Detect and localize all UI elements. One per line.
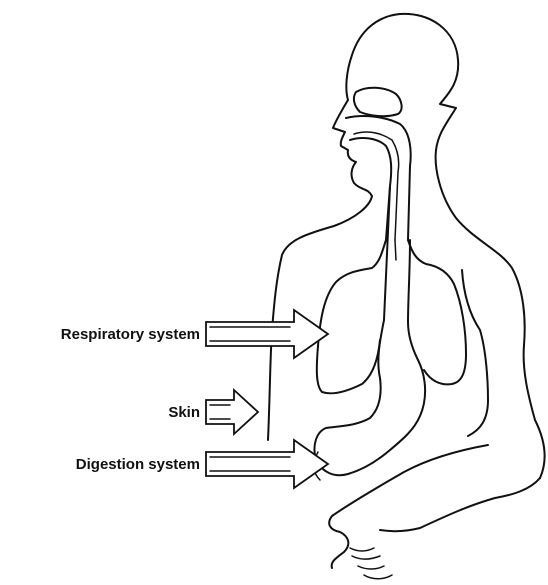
label-respiratory-system: Respiratory system [61, 326, 200, 343]
body-outline [268, 14, 545, 579]
lungs [317, 240, 466, 393]
label-skin: Skin [168, 404, 200, 421]
skin-arrow [206, 390, 258, 434]
respiratory-arrow [206, 310, 328, 358]
digestion-arrow [206, 440, 328, 488]
label-digestion-system: Digestion system [76, 456, 200, 473]
